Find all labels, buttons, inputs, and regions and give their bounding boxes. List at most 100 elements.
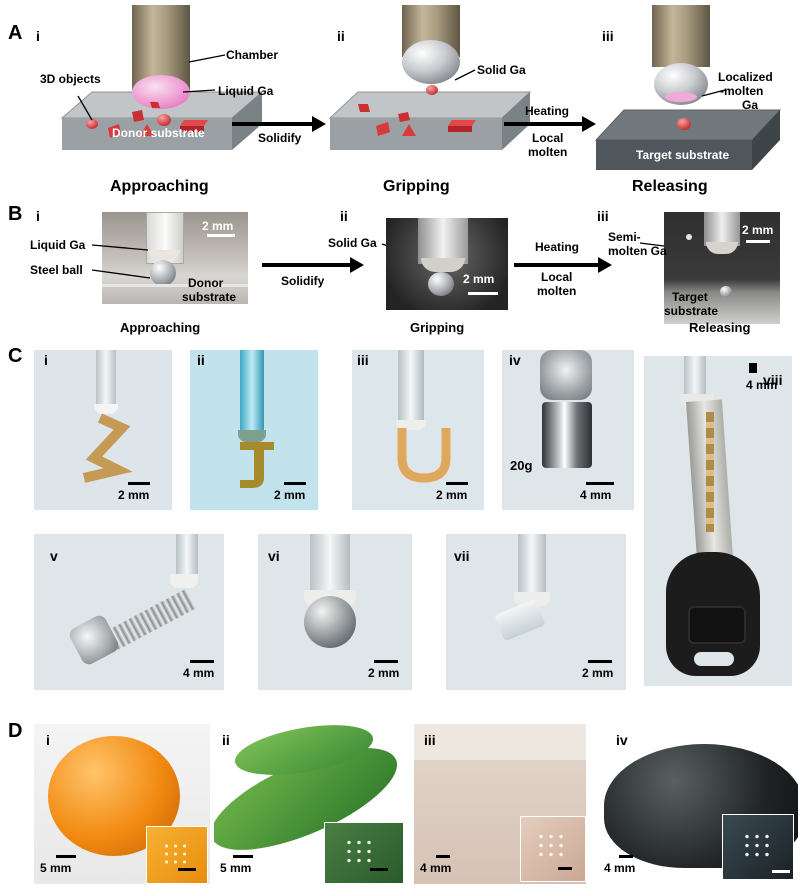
scalebar-c-viii (749, 363, 757, 373)
3d-objects-ii (358, 104, 476, 136)
panel-a-sub-ii: ii (337, 28, 345, 44)
panel-b-sub-iii: iii (597, 208, 609, 224)
scalebar-d-i-inset (178, 868, 196, 871)
scale-c-vii: 2 mm (582, 666, 614, 680)
scalebar-d-iv-inset (772, 870, 790, 873)
label-b-target-substrate: substrate (664, 304, 719, 318)
photo-c-iv (502, 350, 634, 510)
label-donor-substrate: Donor substrate (112, 126, 205, 140)
photo-d-iii (414, 724, 586, 884)
stage-releasing-a: Releasing (632, 178, 708, 195)
label-target-substrate: Target substrate (636, 148, 730, 162)
panel-a-sub-iii: iii (602, 28, 614, 44)
photo-b-iii (664, 212, 780, 324)
panel-a-sub-i: i (36, 28, 40, 44)
photo-c-iii (352, 350, 484, 510)
scalebar-c-vi (374, 660, 398, 663)
chamber-iii (652, 5, 710, 67)
arrow-heating-b (514, 257, 612, 273)
scale-d-iii: 4 mm (420, 861, 452, 875)
scalebar-c-iv (586, 482, 614, 485)
scale-c-iv: 4 mm (580, 488, 612, 502)
scale-b-i: 2 mm (202, 219, 234, 233)
panel-b-sub-i: i (36, 208, 40, 224)
scalebar-c-i (128, 482, 150, 485)
solid-ga-droplet (402, 40, 460, 84)
panel-c-sub-v: v (50, 548, 58, 564)
scale-b-iii: 2 mm (742, 223, 774, 237)
scalebar-b-i (207, 234, 235, 237)
scale-b-ii: 2 mm (463, 272, 495, 286)
panel-c-sub-ii: ii (197, 352, 205, 368)
arrow-label-heating-a: Heating (525, 104, 570, 118)
scale-d-i: 5 mm (40, 861, 72, 875)
stage-approaching-b: Approaching (120, 320, 201, 335)
label-b-donor: Donor (188, 276, 224, 290)
panel-d-sub-ii: ii (222, 732, 230, 748)
scale-d-ii: 5 mm (220, 861, 252, 875)
scale-c-i: 2 mm (118, 488, 150, 502)
target-substrate-iii (594, 109, 782, 170)
arrow-label-local-a: Local (532, 131, 564, 145)
arrow-solidify-b (262, 257, 364, 273)
stage-approaching-a: Approaching (110, 178, 209, 195)
panel-c-sub-i: i (44, 352, 48, 368)
arrow-label-solidify-a: Solidify (258, 131, 302, 145)
label-b-liquid-ga: Liquid Ga (30, 238, 86, 252)
arrow-heating-a (504, 116, 596, 132)
released-ball (677, 118, 691, 130)
scalebar-b-iii (746, 240, 770, 243)
label-c-weight: 20g (510, 458, 533, 473)
scalebar-c-iii (446, 482, 468, 485)
label-localized-ga: Ga (742, 98, 759, 112)
photo-c-vi (258, 534, 412, 690)
photo-d-iv (598, 724, 798, 884)
scalebar-d-ii-inset (370, 868, 388, 871)
panel-a-schematic (60, 5, 782, 170)
photo-d-ii (214, 724, 404, 884)
arrow-label-molten-b: molten (537, 284, 577, 298)
photo-c-viii (644, 356, 792, 686)
arrow-label-molten-a: molten (528, 145, 568, 159)
photo-c-ii (190, 350, 318, 510)
panel-d-sub-iv: iv (616, 732, 628, 748)
arrow-label-solidify-b: Solidify (281, 274, 325, 288)
photo-d-i (34, 724, 210, 884)
gripped-ball (426, 85, 438, 95)
arrow-label-local-b: Local (541, 270, 573, 284)
scalebar-c-vii (588, 660, 612, 663)
panel-c-sub-viii: viii (763, 372, 783, 388)
scale-d-iv: 4 mm (604, 861, 636, 875)
scalebar-d-i (56, 855, 76, 858)
label-solid-ga: Solid Ga (477, 63, 526, 77)
scalebar-c-ii (284, 482, 306, 485)
photo-b-ii (386, 218, 508, 310)
label-chamber: Chamber (226, 48, 279, 62)
photo-c-vii (446, 534, 626, 690)
label-b-target: Target (672, 290, 708, 304)
scale-c-viii: 4 mm (746, 378, 778, 392)
label-liquid-ga: Liquid Ga (218, 84, 274, 98)
panel-letter-c: C (8, 345, 23, 367)
panel-c-sub-vi: vi (268, 548, 280, 564)
label-3d-objects: 3D objects (40, 72, 101, 86)
photo-c-i (34, 350, 172, 510)
panel-c-sub-vii: vii (454, 548, 470, 564)
label-localized: Localized (718, 70, 773, 84)
photo-b-i (102, 212, 248, 304)
scale-c-ii: 2 mm (274, 488, 306, 502)
label-b-solid-ga: Solid Ga (328, 236, 377, 250)
liquid-ga-droplet (132, 75, 190, 109)
scalebar-d-iii (436, 855, 450, 858)
label-b-substrate: substrate (182, 290, 237, 304)
panel-b-sub-ii: ii (340, 208, 348, 224)
donor-substrate-ii (328, 91, 532, 150)
photo-c-v (34, 534, 224, 690)
scalebar-d-iii-inset (558, 867, 572, 870)
panel-d-sub-i: i (46, 732, 50, 748)
localized-molten-ga (665, 92, 697, 102)
panel-c-sub-iii: iii (357, 352, 369, 368)
arrow-label-heating-b: Heating (535, 240, 580, 254)
scale-c-iii: 2 mm (436, 488, 468, 502)
stage-gripping-b: Gripping (410, 320, 465, 335)
